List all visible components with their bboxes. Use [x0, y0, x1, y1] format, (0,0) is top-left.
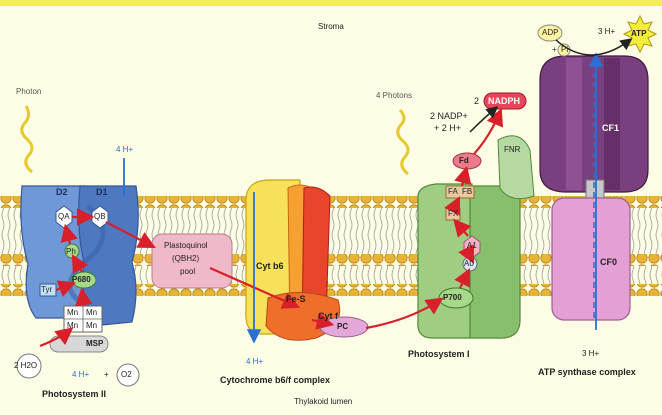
d2-label: D2 — [56, 188, 68, 197]
top-strip — [0, 0, 662, 6]
psii-protons-in: 4 H+ — [116, 146, 133, 154]
atp-protons-bottom: 3 H+ — [582, 350, 599, 358]
nadph-label: NADPH — [488, 97, 520, 106]
mn-label-3: Mn — [67, 322, 78, 330]
stroma-label: Stroma — [318, 23, 344, 31]
psi-protons: + 2 H+ — [434, 124, 461, 133]
p680-label: P680 — [72, 276, 91, 284]
cytb6-label: Cyt b6 — [256, 262, 284, 271]
mn-label-4: Mn — [86, 322, 97, 330]
cyt-protons-lumen: 4 H+ — [246, 358, 263, 366]
atp-title: ATP synthase complex — [538, 368, 636, 377]
cf0-label: CF0 — [600, 258, 617, 267]
pq-line2: (QBH2) — [172, 255, 199, 263]
atp-label: ATP — [631, 30, 646, 38]
oxygen-label: O2 — [121, 371, 132, 379]
cf1-label: CF1 — [602, 124, 619, 133]
adp-label: ADP — [542, 29, 558, 37]
cytf-label: Cyt f — [318, 312, 338, 321]
ph-label: Ph — [66, 248, 76, 256]
fb-label: FB — [462, 188, 472, 196]
a1-label: A1 — [467, 242, 477, 250]
pc-label: PC — [337, 323, 348, 331]
photon-label: Photon — [16, 88, 41, 96]
psi-title: Photosystem I — [408, 350, 470, 359]
psii-title: Photosystem II — [42, 390, 106, 399]
pi-label: Pi — [561, 46, 568, 54]
d1-label: D1 — [96, 188, 108, 197]
a0-label: A0 — [464, 260, 474, 268]
pq-line1: Plastoquinol — [164, 242, 208, 250]
fd-label: Fd — [459, 157, 469, 165]
fnr-label: FNR — [504, 146, 520, 154]
fa-label: FA — [448, 188, 458, 196]
p700-label: P700 — [443, 294, 462, 302]
fes-label: Fe-S — [286, 295, 306, 304]
psii-plus: + — [104, 371, 109, 379]
tyr-label: Tyr — [41, 286, 52, 294]
psii-protons-out: 4 H+ — [72, 371, 89, 379]
lumen-label: Thylakoid lumen — [294, 398, 352, 406]
fx-label: FX — [448, 210, 458, 218]
atp-plus: + — [552, 46, 557, 54]
cyt-title: Cytochrome b6/f complex — [220, 376, 330, 385]
mn-label-1: Mn — [67, 309, 78, 317]
pq-line3: pool — [180, 268, 195, 276]
atp-protons-top: 3 H+ — [598, 28, 615, 36]
nadp-label: 2 NADP+ — [430, 112, 468, 121]
water-label: 2 H2O — [14, 362, 37, 370]
nadph-prefix: 2 — [474, 97, 479, 106]
photons-label: 4 Photons — [376, 92, 412, 100]
qa-label: QA — [58, 213, 70, 221]
mn-label-2: Mn — [86, 309, 97, 317]
msp-label: MSP — [86, 340, 103, 348]
qb-label: QB — [94, 213, 106, 221]
